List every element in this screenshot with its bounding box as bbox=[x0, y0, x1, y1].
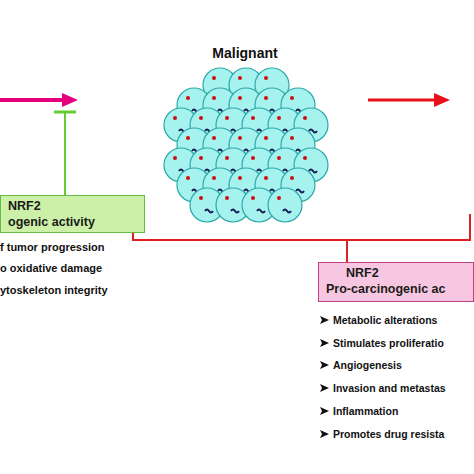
effect-item: Inflammation bbox=[333, 404, 398, 418]
effect-item: o oxidative damage bbox=[0, 261, 102, 275]
bracket bbox=[133, 214, 470, 262]
activity-box: NRF2ogenic activity bbox=[0, 195, 145, 233]
progression-arrow bbox=[368, 93, 450, 107]
stage-label: Malignant bbox=[212, 46, 277, 60]
activity-box: NRF2Pro-carcinogenic ac bbox=[318, 262, 474, 302]
box-body: Pro-carcinogenic ac bbox=[322, 281, 470, 297]
effect-item: Promotes drug resista bbox=[333, 427, 444, 441]
inhibition-line bbox=[54, 112, 76, 195]
effect-item: Metabolic alterations bbox=[333, 313, 437, 327]
box-body: ogenic activity bbox=[4, 214, 141, 230]
list-bullets bbox=[320, 316, 329, 438]
effect-item: Angiogenesis bbox=[333, 358, 402, 372]
progression-arrow bbox=[0, 93, 78, 107]
cell bbox=[268, 188, 302, 222]
box-heading: NRF2 bbox=[322, 265, 470, 281]
box-heading: NRF2 bbox=[4, 198, 141, 214]
tumor-cluster bbox=[164, 68, 328, 222]
effect-item: f tumor progression bbox=[0, 240, 105, 254]
effect-item: Stimulates proliferatio bbox=[333, 336, 444, 350]
effect-item: Invasion and metastas bbox=[333, 381, 446, 395]
effect-item: ytoskeleton integrity bbox=[0, 283, 108, 297]
